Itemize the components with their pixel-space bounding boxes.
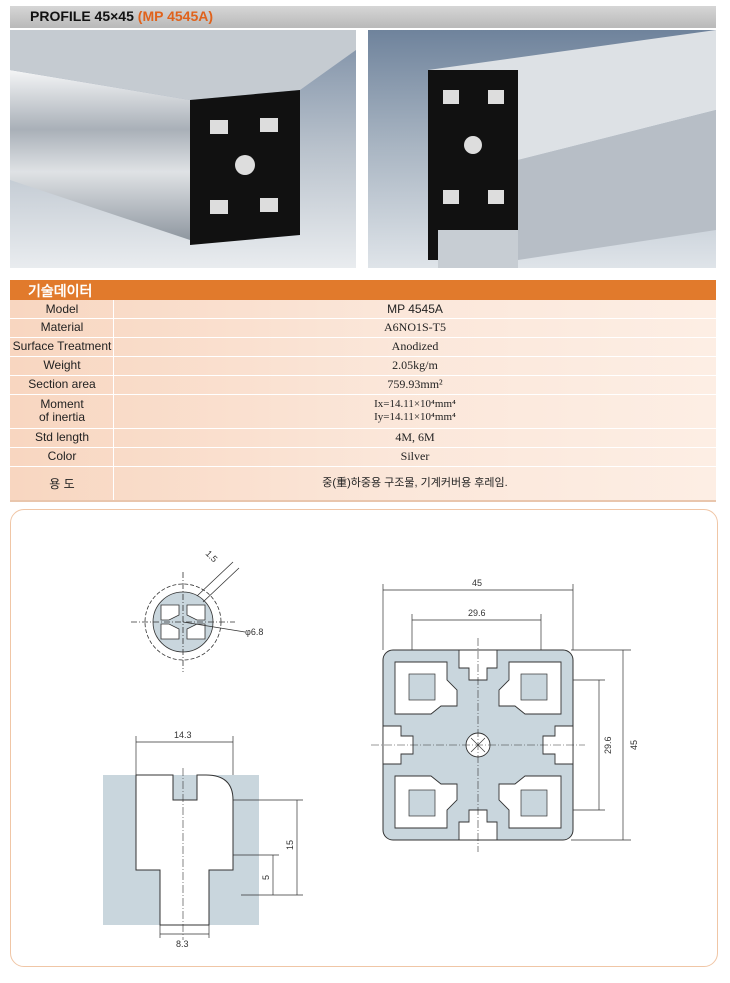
spec-value: Anodized	[391, 339, 439, 353]
spec-label: Std length	[34, 430, 90, 444]
spec-section-title: 기술데이터	[28, 283, 93, 299]
spec-row-model: Model MP 4545A	[10, 300, 716, 319]
dim-slot-top: 14.3	[174, 730, 192, 740]
spec-label: Moment of inertia	[38, 397, 86, 424]
spec-value: Ix=14.11×10⁴mm⁴ Iy=14.11×10⁴mm⁴	[374, 398, 456, 423]
title-main: PROFILE 45×45	[30, 8, 134, 24]
spec-row-color: Color Silver	[10, 447, 716, 467]
spec-row-usage: 용 도 중(重)하중용 구조물, 기계커버용 후레임.	[10, 466, 716, 500]
dim-slot-lip: 5	[261, 875, 271, 880]
spec-row-material: Material A6NO1S-T5	[10, 318, 716, 338]
spec-row-moment: Moment of inertia Ix=14.11×10⁴mm⁴ Iy=14.…	[10, 394, 716, 429]
spec-label: Color	[47, 449, 77, 463]
slot-detail-drawing	[103, 736, 303, 940]
spec-label: Surface Treatment	[12, 339, 112, 353]
header-band: PROFILE 45×45 (MP 4545A)	[10, 6, 716, 28]
spec-row-surface: Surface Treatment Anodized	[10, 337, 716, 357]
spec-row-weight: Weight 2.05kg/m	[10, 356, 716, 376]
center-hole-drawing	[131, 561, 246, 672]
spec-value: 4M, 6M	[395, 430, 435, 444]
page-title: PROFILE 45×45 (MP 4545A)	[30, 8, 213, 24]
spec-row-std-length: Std length 4M, 6M	[10, 428, 716, 448]
spec-value: A6NO1S-T5	[384, 320, 446, 334]
technical-drawings-panel: 1.5 φ6.8 45 29.6 45 29.6	[10, 509, 718, 967]
dim-hole-diameter: φ6.8	[245, 627, 263, 637]
spec-label: Section area	[28, 377, 96, 391]
profile-cross-section: 45 29.6 45 29.6	[371, 578, 639, 852]
spec-label: 용 도	[49, 477, 75, 491]
spec-label: Model	[45, 302, 79, 316]
photo-profile-corner-right	[368, 30, 716, 268]
title-code: (MP 4545A)	[137, 8, 213, 24]
spec-value: 2.05kg/m	[392, 358, 438, 372]
spec-table: Model MP 4545A Material A6NO1S-T5 Surfac…	[10, 300, 716, 502]
spec-value: 759.93mm²	[387, 377, 443, 391]
spec-divider	[113, 300, 114, 500]
dim-profile-height: 45	[629, 740, 639, 750]
dim-slot-opening: 8.3	[176, 939, 189, 949]
dim-slot-depth: 15	[285, 840, 295, 850]
spec-value: 중(重)하중용 구조물, 기계커버용 후레임.	[322, 477, 508, 489]
dim-profile-width: 45	[472, 578, 482, 588]
photo-profile-corner-left	[10, 30, 356, 268]
spec-label: Material	[40, 320, 84, 334]
dim-profile-inner: 29.6	[468, 608, 486, 618]
spec-section-header: 기술데이터	[10, 280, 716, 300]
spec-row-section-area: Section area 759.93mm²	[10, 375, 716, 395]
spec-value: Silver	[400, 449, 430, 463]
spec-label: Weight	[43, 358, 81, 372]
dim-profile-inner-v: 29.6	[603, 736, 613, 754]
spec-value: MP 4545A	[387, 302, 443, 316]
dim-hole-wall: 1.5	[204, 548, 220, 564]
